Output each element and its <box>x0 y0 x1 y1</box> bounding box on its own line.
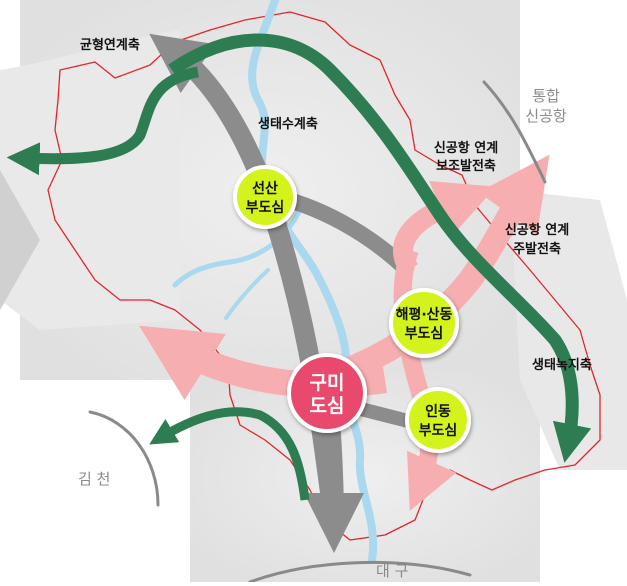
airport-sub-axis-label-2: 보조발전축 <box>436 158 496 174</box>
daegu-arc <box>248 560 472 584</box>
airport-main-axis-label-2: 주발전축 <box>513 241 561 257</box>
integrated-airport-label-2: 신공항 <box>525 107 567 125</box>
gimcheon-label: 김 천 <box>78 470 110 488</box>
airport-sub-axis-label-1: 신공항 연계 <box>434 140 498 156</box>
gimcheon-arc <box>88 410 160 507</box>
ecological-water-axis-label: 생태수계축 <box>258 116 318 132</box>
airport-main-axis-label-1: 신공항 연계 <box>505 222 569 238</box>
indong-label-1: 인동 <box>425 403 451 420</box>
indong-label-2: 부도심 <box>419 423 458 439</box>
airport-arc <box>482 80 547 184</box>
gumi-label-2: 도심 <box>310 395 345 417</box>
green-axes <box>6 33 592 501</box>
seonsan-label-1: 선산 <box>252 180 278 197</box>
city-boundary <box>47 11 601 541</box>
green-west-arrow <box>6 66 200 176</box>
green-main-arrow <box>168 33 592 463</box>
daegu-label: 대 구 <box>376 562 408 580</box>
haepyeong-center <box>389 288 459 358</box>
haepyeong-label-1: 해평·산동 <box>396 306 453 323</box>
gumi-core-center <box>287 353 367 433</box>
gumi-label-1: 구미 <box>310 372 345 394</box>
haepyeong-label-2: 부도심 <box>405 326 444 342</box>
integrated-airport-label-1: 통합 <box>532 87 560 105</box>
left-chevron-icon <box>0 170 40 310</box>
green-southwest-arrow <box>149 407 310 501</box>
balanced-axis-label: 균형연계축 <box>80 37 140 53</box>
seonsan-label-2: 부도심 <box>246 200 285 216</box>
indong-center <box>405 387 471 453</box>
ecological-green-axis-label: 생태녹지축 <box>532 357 592 373</box>
seonsan-center <box>233 165 297 229</box>
main-development-arrow <box>321 154 550 390</box>
balanced-axis-south-arrow <box>303 419 364 553</box>
